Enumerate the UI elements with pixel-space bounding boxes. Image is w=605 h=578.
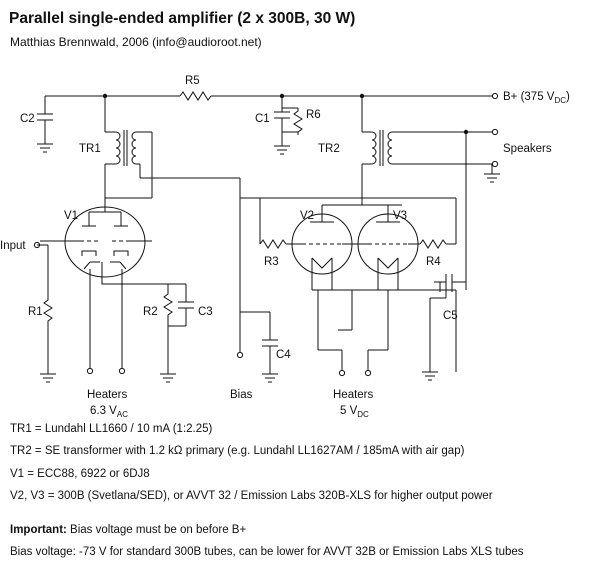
label-input: Input	[0, 240, 26, 252]
note-line: V1 = ECC88, 6922 or 6DJ8	[10, 468, 150, 480]
label-r1: R1	[28, 306, 43, 318]
bias-terminal	[236, 351, 244, 359]
label-r4: R4	[426, 256, 441, 268]
label-v2: V2	[300, 210, 314, 222]
capacitor-c4	[240, 311, 278, 383]
label-v1: V1	[64, 210, 78, 222]
note-line: TR2 = SE transformer with 1.2 kΩ primary…	[10, 445, 465, 457]
resistor-r1	[40, 245, 56, 383]
diagram-subtitle: Matthias Brennwald, 2006 (info@audioroot…	[10, 35, 262, 49]
label-c3: C3	[198, 306, 213, 318]
capacitor-c5	[422, 274, 466, 381]
heaters-right-wires	[317, 290, 389, 377]
label-heaters-left-voltage: 6.3 VAC	[90, 405, 128, 419]
label-heaters-left: Heaters	[87, 389, 128, 401]
label-r5: R5	[185, 75, 200, 87]
note-line: TR1 = Lundahl LL1660 / 10 mA (1:2.25)	[10, 423, 213, 435]
label-c2: C2	[20, 113, 35, 125]
tubes-v2-v3	[260, 197, 457, 372]
label-c4: C4	[276, 349, 291, 361]
label-c1: C1	[255, 113, 270, 125]
label-tr1: TR1	[79, 143, 101, 155]
capacitor-c2	[37, 96, 53, 153]
tube-v1	[33, 197, 152, 278]
transformer-tr1	[102, 93, 244, 359]
resistor-r2-capacitor-c3	[101, 262, 194, 383]
note-line-important: Important: Bias voltage must be on befor…	[10, 524, 247, 536]
note-line: V2, V3 = 300B (Svetlana/SED), or AVVT 32…	[10, 490, 493, 502]
label-r2: R2	[143, 306, 158, 318]
transformer-tr2	[359, 93, 500, 290]
label-heaters-right: Heaters	[333, 389, 374, 401]
label-r6: R6	[306, 109, 321, 121]
note-line: Bias voltage: -73 V for standard 300B tu…	[10, 546, 524, 558]
label-v3: V3	[393, 210, 407, 222]
bplus-terminal	[491, 92, 499, 100]
bplus-rail	[45, 91, 499, 101]
bias-rail	[240, 197, 302, 249]
label-speakers: Speakers	[503, 143, 552, 155]
label-c5: C5	[443, 310, 458, 322]
label-r3: R3	[264, 256, 279, 268]
heaters-left-wires	[86, 269, 126, 375]
label-heaters-right-voltage: 5 VDC	[340, 405, 369, 419]
capacitor-c1-resistor-r6	[274, 96, 303, 155]
label-tr2: TR2	[318, 143, 340, 155]
diagram-title: Parallel single-ended amplifier (2 x 300…	[9, 10, 356, 27]
label-bplus: B+ (375 VDC)	[503, 91, 570, 105]
label-bias: Bias	[230, 389, 253, 401]
